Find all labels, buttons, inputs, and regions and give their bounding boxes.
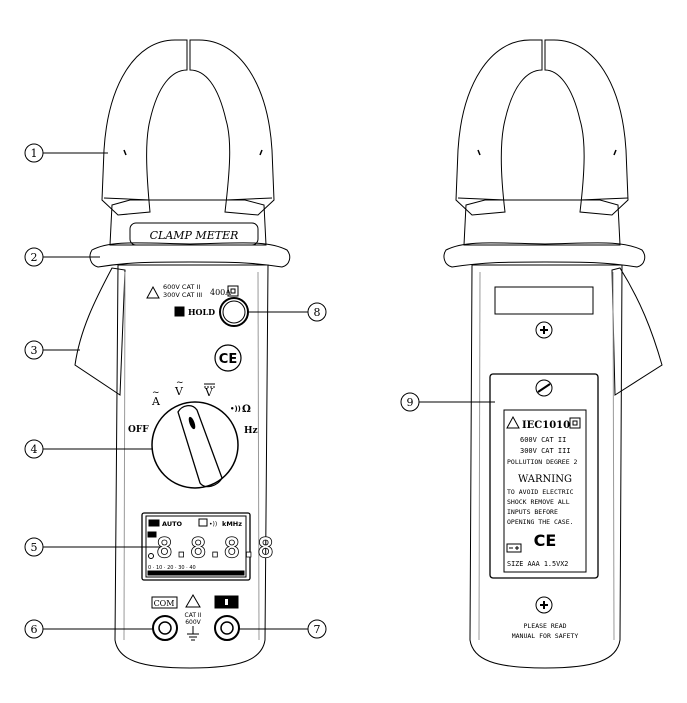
back-warning-line: OPENING THE CASE. xyxy=(507,518,574,526)
dial-label-a-ac: A xyxy=(151,395,161,408)
com-label: COM xyxy=(154,599,175,608)
input-jack[interactable] xyxy=(214,615,240,641)
back-warning-title: WARNING xyxy=(518,474,572,485)
com-label-box xyxy=(151,596,178,609)
callout-8 xyxy=(307,302,327,322)
lcd-battery-icon xyxy=(147,531,157,538)
warning-triangle-icon xyxy=(185,594,201,608)
lcd-khz: kMHz xyxy=(222,520,242,528)
callout-3 xyxy=(24,340,44,360)
dial-label-v-ac: V xyxy=(174,385,184,398)
function-dial[interactable] xyxy=(151,401,239,489)
dial-label-ohm: Ω xyxy=(242,404,251,415)
lcd-scale: 0 · 10 · 20 · 30 · 40 xyxy=(148,565,196,571)
ground-icon xyxy=(187,626,199,641)
back-body xyxy=(469,264,623,669)
dial-label-v-dc: V xyxy=(204,386,214,399)
brand-plate-text: CLAMP METER xyxy=(150,229,239,242)
warning-triangle-icon xyxy=(146,285,160,299)
jaw-trigger xyxy=(74,267,126,396)
back-trigger xyxy=(611,267,663,396)
callout-9 xyxy=(400,392,420,412)
callout-5 xyxy=(24,537,44,557)
callout-2 xyxy=(24,247,44,267)
front-jaw xyxy=(189,39,275,216)
lcd-continuity-icon: •)) xyxy=(209,521,217,528)
svg-text:~: ~ xyxy=(176,378,184,388)
cat-line-1: CAT II xyxy=(185,612,202,619)
back-bottom-line-1: PLEASE READ xyxy=(523,622,566,630)
dial-knob[interactable] xyxy=(177,405,223,488)
hold-button[interactable] xyxy=(219,297,249,327)
callout-8-label: 8 xyxy=(314,306,321,319)
back-pollution: POLLUTION DEGREE 2 xyxy=(507,458,578,466)
callout-6-label: 6 xyxy=(31,623,38,636)
continuity-icon: •)) xyxy=(230,405,241,413)
callouts: 1 2 3 4 5 6 7 8 9 xyxy=(24,143,495,639)
callout-1-label: 1 xyxy=(31,147,38,160)
front-body xyxy=(114,264,269,669)
callout-4 xyxy=(24,439,44,459)
cat-line-2: 600V xyxy=(185,619,201,626)
back-double-insulation-icon xyxy=(569,417,581,429)
back-hand-guard xyxy=(443,242,646,268)
back-info-panel xyxy=(503,409,587,573)
com-jack[interactable] xyxy=(152,615,178,641)
back-warning-line: TO AVOID ELECTRIC xyxy=(507,488,574,496)
dial-pointer xyxy=(188,416,196,430)
back-warning-line: SHOCK REMOVE ALL xyxy=(507,498,570,506)
rating-line-2: 300V CAT III xyxy=(163,291,202,299)
front-view: CLAMP METER 600V CAT II 300V CAT III 400… xyxy=(74,39,291,669)
dial-label-off: OFF xyxy=(128,425,149,435)
back-battery-spec: SIZE AAA 1.5VX2 xyxy=(507,560,568,568)
battery-cover xyxy=(489,373,599,579)
lcd-digits: 8.8.8.8 xyxy=(156,531,274,564)
back-rating-1: 600V CAT II xyxy=(520,436,566,444)
back-view: IEC1010 600V CAT II 300V CAT III POLLUTI… xyxy=(443,39,663,669)
brand-plate xyxy=(129,222,259,246)
back-label-window xyxy=(494,286,594,315)
double-insulation-icon xyxy=(227,285,239,297)
hold-indicator xyxy=(174,306,185,317)
lcd-bargraph xyxy=(147,570,245,576)
cover-screw-icon xyxy=(535,379,553,397)
back-standard: IEC1010 xyxy=(522,420,570,431)
hand-guard xyxy=(89,242,291,268)
battery-icon xyxy=(506,543,522,553)
back-jaw xyxy=(544,39,629,216)
lcd-auto: AUTO xyxy=(162,520,183,528)
callout-7-label: 7 xyxy=(314,623,321,636)
back-rating-2: 300V CAT III xyxy=(520,447,571,455)
svg-text:~: ~ xyxy=(152,388,160,398)
callout-5-label: 5 xyxy=(31,541,38,554)
ce-mark: CE xyxy=(219,352,237,367)
callout-2-label: 2 xyxy=(31,251,38,264)
screw-icon xyxy=(535,321,553,339)
warning-triangle-icon xyxy=(506,415,520,429)
back-jaw xyxy=(455,39,543,216)
callout-1 xyxy=(24,143,44,163)
callout-6 xyxy=(24,619,44,639)
rating-line-1: 600V CAT II xyxy=(163,283,200,291)
front-jaw xyxy=(101,39,188,216)
back-ce-mark: CE xyxy=(534,531,557,550)
callout-7 xyxy=(307,619,327,639)
back-bottom-line-2: MANUAL FOR SAFETY xyxy=(512,632,579,640)
bottom-screw-icon xyxy=(535,596,553,614)
callout-4-label: 4 xyxy=(31,443,38,456)
ce-badge xyxy=(214,344,242,372)
callout-9-label: 9 xyxy=(407,396,414,409)
dial-label-hz: Hz xyxy=(244,426,258,436)
hold-label: HOLD xyxy=(188,307,215,317)
current-rating: 400A xyxy=(210,288,231,297)
back-warning-line: INPUTS BEFORE xyxy=(507,508,558,516)
callout-3-label: 3 xyxy=(31,344,38,357)
